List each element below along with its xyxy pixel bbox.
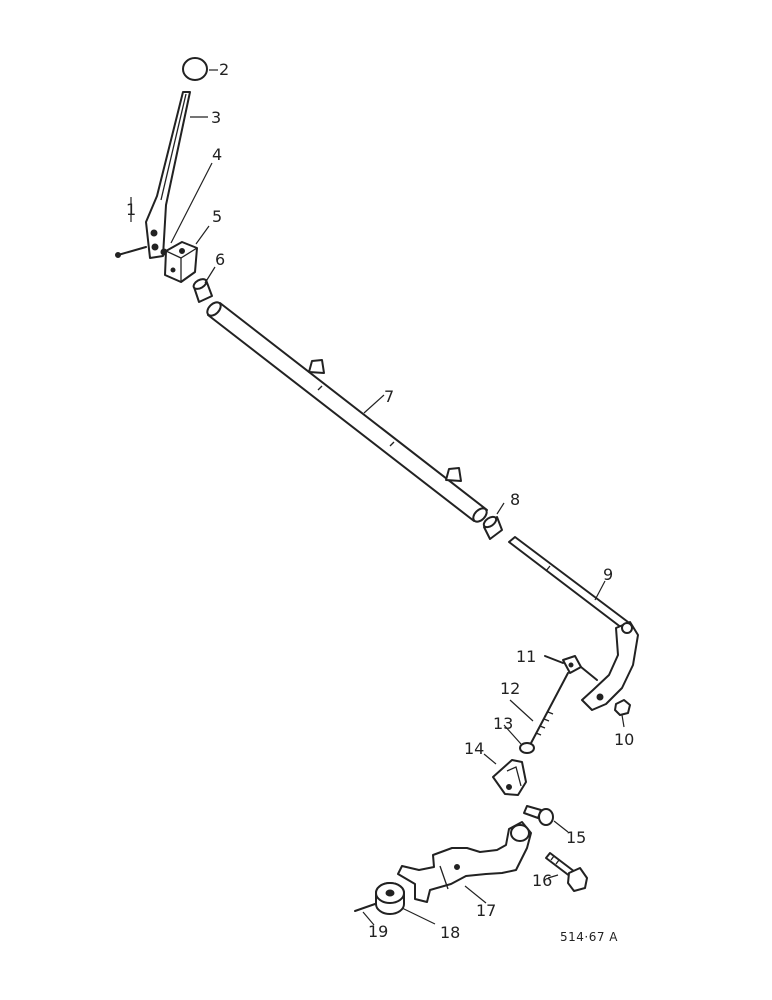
label-1: 1: [126, 200, 136, 219]
part-1-cotter-pin: [115, 246, 147, 258]
label-13: 13: [493, 714, 513, 733]
label-15: 15: [566, 828, 586, 847]
label-10: 10: [614, 730, 634, 749]
part-15-clevis-pin: [523, 805, 554, 826]
label-8: 8: [510, 490, 520, 509]
part-18-roller: [375, 882, 405, 915]
part-8-bushing: [482, 515, 503, 540]
part-7-shaft: [206, 301, 488, 523]
label-6: 6: [215, 250, 225, 269]
label-11: 11: [516, 647, 536, 666]
label-12: 12: [500, 679, 520, 698]
label-4: 4: [212, 145, 222, 164]
drawing-code: 514·67 A: [560, 930, 618, 944]
part-17-fork-lever: [397, 821, 532, 903]
label-18: 18: [440, 923, 460, 942]
label-19: 19: [368, 922, 388, 941]
part-3-hand-lever: [145, 91, 191, 259]
part-9-rod-with-arm: [508, 536, 639, 711]
part-11-cotter-pin: [544, 655, 564, 664]
label-2: 2: [219, 60, 229, 79]
label-9: 9: [603, 565, 613, 584]
label-5: 5: [212, 207, 222, 226]
part-12-adjusting-rod: [529, 655, 598, 746]
label-17: 17: [476, 901, 496, 920]
part-19-pin: [354, 903, 376, 912]
label-3: 3: [211, 108, 221, 127]
label-7: 7: [384, 387, 394, 406]
part-6-bushing: [192, 278, 213, 303]
part-10-nut: [614, 699, 631, 716]
callout-numbers: 1 2 3 4 5 6 7 8 9 10 11 12 13 14 15 16 1…: [126, 60, 634, 944]
part-2-knob: [182, 57, 208, 81]
label-16: 16: [532, 871, 552, 890]
part-14-clevis: [492, 759, 527, 796]
leader-lines: [130, 69, 625, 926]
part-5-block: [164, 241, 198, 283]
part-13-nut: [519, 742, 535, 754]
part-16-bolt: [545, 852, 588, 892]
label-14: 14: [464, 739, 484, 758]
